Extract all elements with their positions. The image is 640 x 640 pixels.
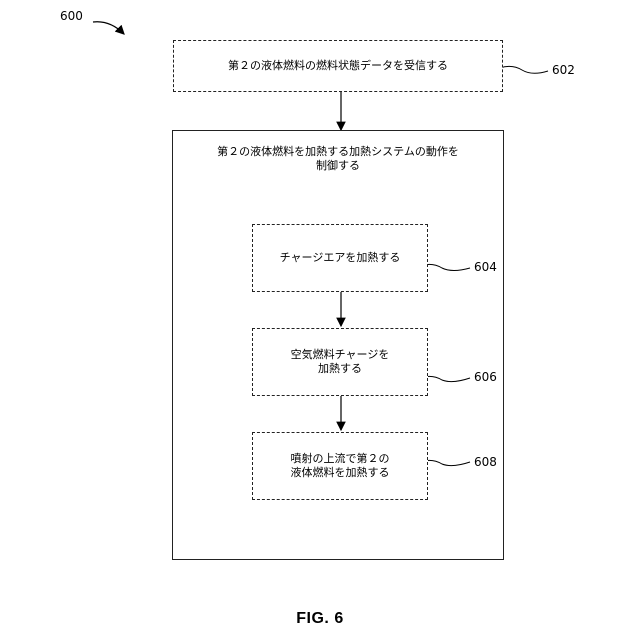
- figure-caption: FIG. 6: [0, 610, 640, 628]
- outer-box-title-line1: 第２の液体燃料を加熱する加熱システムの動作を: [173, 145, 503, 159]
- leader-602: [500, 66, 548, 73]
- step-606-box: 空気燃料チャージを 加熱する: [252, 328, 428, 396]
- ref-604: 604: [474, 260, 497, 274]
- step-602-text: 第２の液体燃料の燃料状態データを受信する: [228, 59, 448, 73]
- step-606-line1: 空気燃料チャージを: [291, 348, 390, 362]
- step-606-text: 空気燃料チャージを 加熱する: [291, 348, 390, 376]
- step-604-text: チャージエアを加熱する: [280, 251, 401, 265]
- ref-602: 602: [552, 63, 575, 77]
- step-608-line2: 液体燃料を加熱する: [291, 466, 390, 480]
- step-608-text: 噴射の上流で第２の 液体燃料を加熱する: [291, 452, 390, 480]
- figure-number: 600: [60, 9, 83, 23]
- figure-number-pointer: [93, 22, 124, 34]
- step-604-box: チャージエアを加熱する: [252, 224, 428, 292]
- outer-box-title: 第２の液体燃料を加熱する加熱システムの動作を 制御する: [173, 145, 503, 173]
- ref-606: 606: [474, 370, 497, 384]
- step-608-line1: 噴射の上流で第２の: [291, 452, 390, 466]
- step-606-line2: 加熱する: [291, 362, 390, 376]
- step-608-box: 噴射の上流で第２の 液体燃料を加熱する: [252, 432, 428, 500]
- outer-box-title-line2: 制御する: [173, 159, 503, 173]
- ref-608: 608: [474, 455, 497, 469]
- step-602-box: 第２の液体燃料の燃料状態データを受信する: [173, 40, 503, 92]
